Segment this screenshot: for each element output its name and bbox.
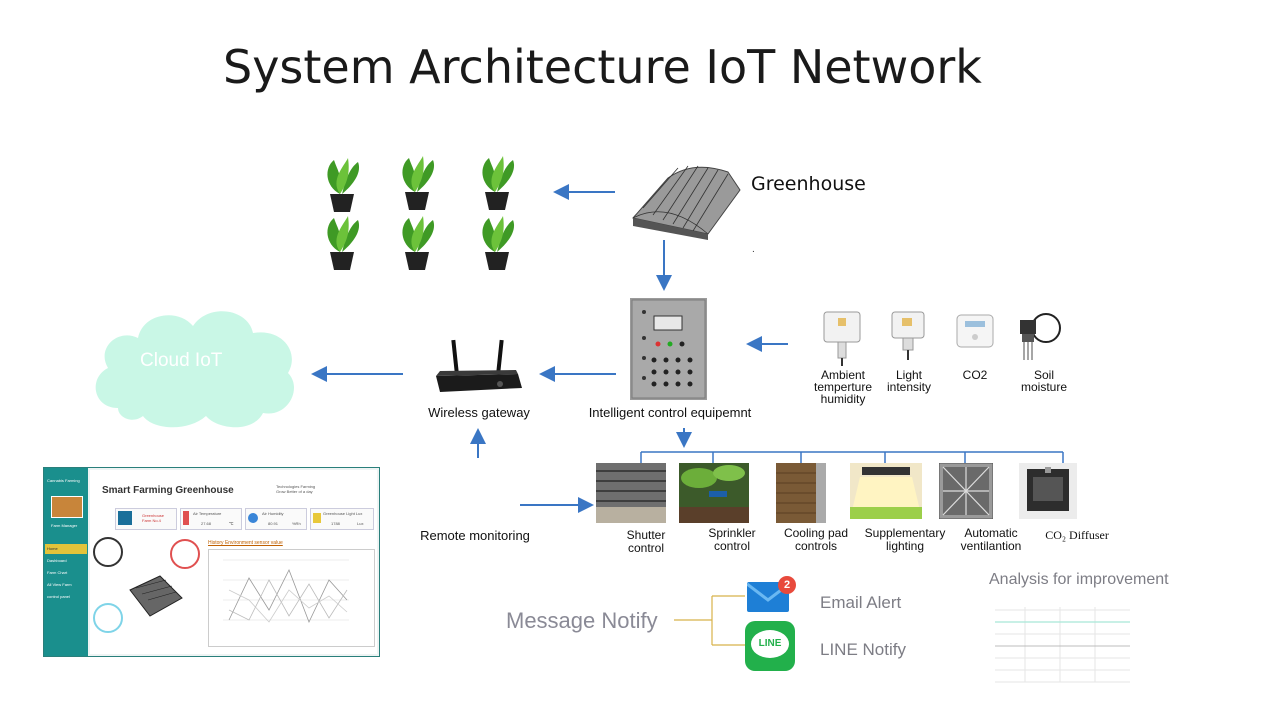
- dashboard-tagline: Technologies Farming Grow Better of a da…: [276, 484, 316, 494]
- card-light-lux: Greenhouse Light Lux 1788 Lux: [310, 508, 374, 530]
- page-title: System Architecture IoT Network: [223, 40, 982, 94]
- dashboard-history-chart: [208, 549, 375, 647]
- dashboard-chart-title: History Environment sensor value: [208, 540, 283, 546]
- line-icon-text: LINE: [758, 638, 782, 649]
- dashboard-user: Farm Manager: [51, 523, 78, 528]
- dashboard-menu-all-view[interactable]: All View Farm: [47, 582, 72, 587]
- actuator-label-ventilation: Automatic ventilantion: [960, 526, 1022, 553]
- sensor-label-soil: Soil moisture: [1020, 368, 1067, 394]
- dashboard-menu-control-panel[interactable]: control panel: [47, 594, 70, 599]
- card-greenhouse-label: Greenhouse Farm No.4: [142, 513, 165, 523]
- dashboard-title: Smart Farming Greenhouse: [102, 485, 234, 496]
- actuator-label-shutter: Shutter control: [626, 528, 666, 555]
- cooling-pad-icon: [776, 463, 826, 523]
- temperature-humidity-sensor-icon: [823, 311, 861, 366]
- card-humidity-unit: %Rh: [292, 521, 301, 526]
- shutter-icon: [596, 463, 666, 523]
- dashboard-menu-farm-chart[interactable]: Farm Chart: [47, 570, 68, 575]
- dashboard-screenshot: Cannabis Farming Farm Manager Home Dashb…: [43, 467, 380, 657]
- co2-diffuser-icon: [1019, 463, 1077, 519]
- router-icon: [436, 339, 522, 392]
- card-temp-label: Air Temperature: [193, 511, 222, 516]
- dashboard-user-photo: [51, 496, 83, 518]
- sensor-label-co2: CO2: [962, 368, 988, 382]
- email-alert-label: Email Alert: [820, 593, 902, 612]
- card-air-temperature: Air Temperature 27.68 ℃: [180, 508, 242, 530]
- actuator-label-lighting: Supplementary lighting: [864, 526, 946, 553]
- message-notify-label: Message Notify: [506, 608, 658, 633]
- co2-sensor-icon: [956, 314, 994, 348]
- notify-bracket: [674, 595, 745, 646]
- grow-light-icon: [850, 463, 922, 519]
- actuator-label-sprinkler: Sprinkler control: [708, 526, 756, 553]
- card-humidity-label: Air Humidity: [262, 511, 284, 516]
- dashboard-menu-dashboard[interactable]: Dashboard: [47, 558, 67, 563]
- greenhouse-icon: [632, 165, 741, 240]
- remote-monitoring-label: Remote monitoring: [420, 528, 530, 543]
- card-humidity-value: 80.91: [268, 521, 279, 526]
- dashboard-main: Smart Farming Greenhouse Technologies Fa…: [90, 470, 377, 654]
- actuator-label-cooling: Cooling pad controls: [783, 526, 849, 553]
- wireless-gateway-label: Wireless gateway: [428, 405, 530, 420]
- email-badge: 2: [778, 576, 796, 594]
- greenhouse-label: Greenhouse: [751, 173, 866, 195]
- card-greenhouse: Greenhouse Farm No.4: [115, 508, 177, 530]
- card-lux-unit: Lux: [357, 521, 364, 526]
- dashboard-menu-home[interactable]: Home: [45, 544, 87, 554]
- card-lux-value: 1788: [331, 521, 340, 526]
- cloud-iot-label: Cloud IoT: [140, 350, 223, 371]
- analysis-chart-thumbnail: [985, 602, 1135, 690]
- greenhouse-dot: .: [752, 244, 755, 255]
- card-temp-unit: ℃: [229, 521, 234, 526]
- analysis-label: Analysis for improvement: [989, 571, 1169, 588]
- sprinkler-icon: [679, 463, 749, 523]
- control-cabinet-icon: [630, 298, 707, 400]
- dashboard-brand: Cannabis Farming: [47, 478, 80, 483]
- soil-moisture-sensor-icon: [1020, 313, 1061, 360]
- actuator-bus: [640, 451, 1064, 463]
- controller-label: Intelligent control equipemnt: [588, 405, 752, 420]
- sensor-label-light: Light intensity: [886, 368, 932, 394]
- card-lux-label: Greenhouse Light Lux: [323, 511, 363, 516]
- card-air-humidity: Air Humidity 80.91 %Rh: [245, 508, 307, 530]
- dashboard-sidebar: Cannabis Farming Farm Manager Home Dashb…: [44, 468, 88, 656]
- plants-icon: [327, 156, 515, 270]
- sensor-label-temp: Ambient temperture humidity: [813, 368, 873, 406]
- card-temp-value: 27.68: [201, 521, 212, 526]
- light-sensor-icon: [891, 311, 925, 360]
- dashboard-gauges: [93, 537, 200, 633]
- actuator-label-co2-diffuser: CO₂ Diffuser: [1045, 528, 1109, 542]
- exhaust-fan-icon: [939, 463, 993, 519]
- cloud-icon: [95, 311, 294, 428]
- line-notify-label: LINE Notify: [820, 640, 906, 659]
- line-app-icon: LINE: [745, 621, 795, 671]
